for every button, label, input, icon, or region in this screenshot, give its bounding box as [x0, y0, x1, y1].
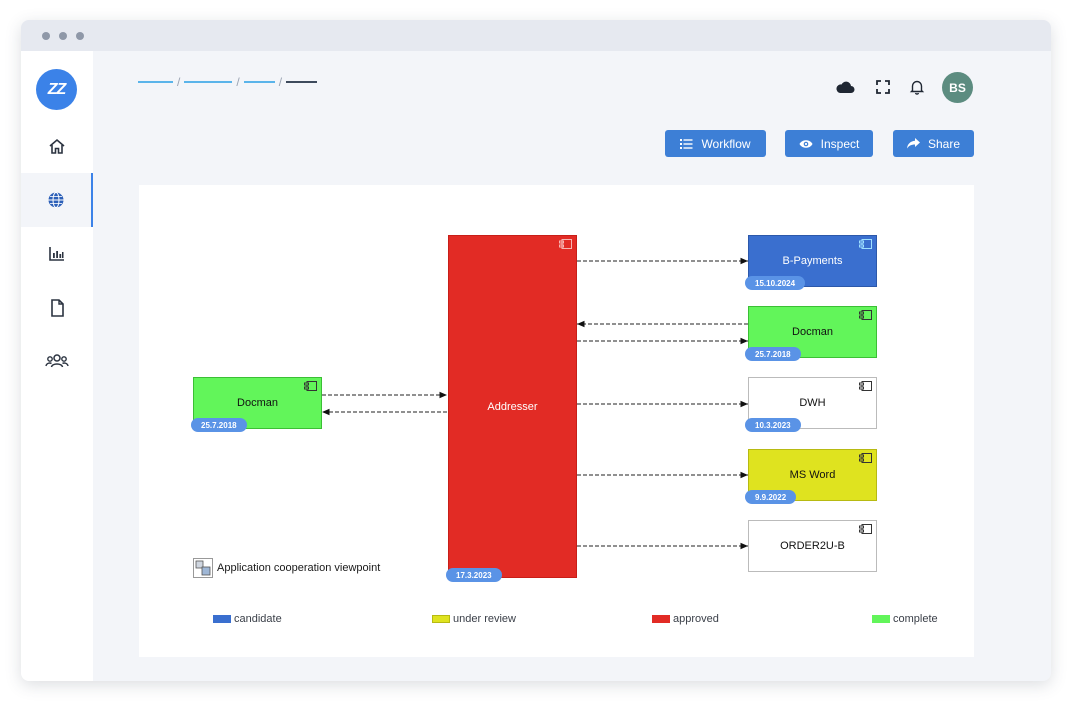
cloud-button[interactable] — [834, 76, 856, 98]
date-badge: 15.10.2024 — [745, 276, 806, 290]
inspect-button[interactable]: Inspect — [785, 130, 873, 157]
date-badge: 25.7.2018 — [191, 418, 247, 432]
legend-swatch — [213, 615, 231, 623]
node-order2u-b[interactable]: ORDER2U-B — [748, 520, 877, 572]
component-icon — [859, 524, 872, 534]
eye-icon — [799, 139, 813, 148]
sidebar-item-analytics[interactable] — [21, 227, 93, 281]
window-dot-icon — [59, 32, 67, 40]
fullscreen-button[interactable] — [872, 76, 894, 98]
breadcrumb: / / / — [138, 75, 318, 89]
date-text: 25.7.2018 — [755, 349, 791, 359]
breadcrumb-item[interactable] — [184, 81, 233, 83]
node-label: MS Word — [789, 469, 836, 481]
globe-icon — [48, 192, 64, 208]
app-window: ZZ — [21, 20, 1051, 681]
date-badge: 17.3.2023 — [446, 568, 502, 582]
node-label: DWH — [799, 397, 826, 409]
inspect-button-label: Inspect — [820, 136, 860, 151]
date-text: 10.3.2023 — [755, 420, 791, 430]
breadcrumb-separator: / — [278, 75, 283, 89]
sidebar-item-globe[interactable] — [21, 173, 93, 227]
legend-complete: complete — [872, 613, 938, 625]
breadcrumb-separator: / — [177, 75, 181, 89]
users-icon — [45, 354, 69, 368]
home-icon — [49, 138, 65, 154]
diagram-connectors — [322, 257, 748, 550]
legend-label: under review — [453, 613, 516, 625]
share-button[interactable]: Share — [893, 130, 974, 157]
date-badge: 9.9.2022 — [745, 490, 797, 504]
node-addresser[interactable]: Addresser — [448, 235, 577, 578]
component-icon — [859, 381, 872, 391]
viewpoint-label: Application cooperation viewpoint — [193, 558, 380, 578]
component-icon — [859, 310, 872, 320]
cloud-icon — [836, 81, 855, 93]
breadcrumb-item[interactable] — [138, 81, 173, 83]
legend-label: complete — [893, 613, 938, 625]
diagram-canvas: Addresser 17.3.2023 Docman 25.7.2018 B-P… — [139, 185, 974, 657]
legend-swatch — [432, 615, 450, 623]
legend-under-review: under review — [432, 613, 516, 625]
logo-text: ZZ — [47, 80, 67, 98]
node-label: Docman — [237, 397, 278, 409]
date-text: 25.7.2018 — [201, 420, 237, 430]
node-label: B-Payments — [782, 255, 843, 267]
viewpoint-text: Application cooperation viewpoint — [217, 562, 381, 574]
share-arrow-icon — [906, 138, 920, 149]
sidebar: ZZ — [21, 51, 93, 681]
avatar[interactable]: BS — [942, 72, 973, 103]
node-label: Addresser — [487, 400, 538, 413]
window-titlebar — [21, 20, 1051, 51]
breadcrumb-item[interactable] — [243, 81, 275, 83]
app-logo[interactable]: ZZ — [36, 69, 77, 110]
node-label: ORDER2U-B — [780, 540, 845, 552]
document-icon — [51, 299, 64, 317]
component-icon — [304, 381, 317, 391]
component-icon — [859, 239, 872, 249]
workflow-button[interactable]: Workflow — [665, 130, 766, 157]
list-icon — [680, 138, 693, 149]
legend-label: approved — [673, 613, 719, 625]
legend-swatch — [872, 615, 890, 623]
date-text: 9.9.2022 — [755, 492, 787, 502]
window-dot-icon — [76, 32, 84, 40]
sidebar-item-home[interactable] — [21, 120, 93, 174]
breadcrumb-current — [286, 81, 318, 83]
component-icon — [559, 239, 572, 249]
notifications-button[interactable] — [906, 76, 928, 98]
legend-candidate: candidate — [213, 613, 282, 625]
bell-icon — [909, 80, 925, 95]
fullscreen-icon — [876, 80, 890, 94]
legend-swatch — [652, 615, 670, 623]
window-dot-icon — [42, 32, 50, 40]
date-badge: 25.7.2018 — [745, 347, 801, 361]
date-badge: 10.3.2023 — [745, 418, 801, 432]
workflow-button-label: Workflow — [701, 136, 751, 151]
bar-chart-icon — [49, 247, 64, 261]
breadcrumb-separator: / — [236, 75, 240, 89]
share-button-label: Share — [927, 136, 961, 151]
legend-approved: approved — [652, 613, 719, 625]
viewpoint-icon — [193, 558, 213, 578]
sidebar-item-documents[interactable] — [21, 281, 93, 335]
node-label: Docman — [792, 326, 833, 338]
legend-label: candidate — [234, 613, 282, 625]
date-text: 17.3.2023 — [456, 570, 492, 580]
date-text: 15.10.2024 — [755, 278, 796, 288]
sidebar-item-people[interactable] — [21, 334, 93, 388]
component-icon — [859, 453, 872, 463]
avatar-initials: BS — [949, 80, 966, 95]
